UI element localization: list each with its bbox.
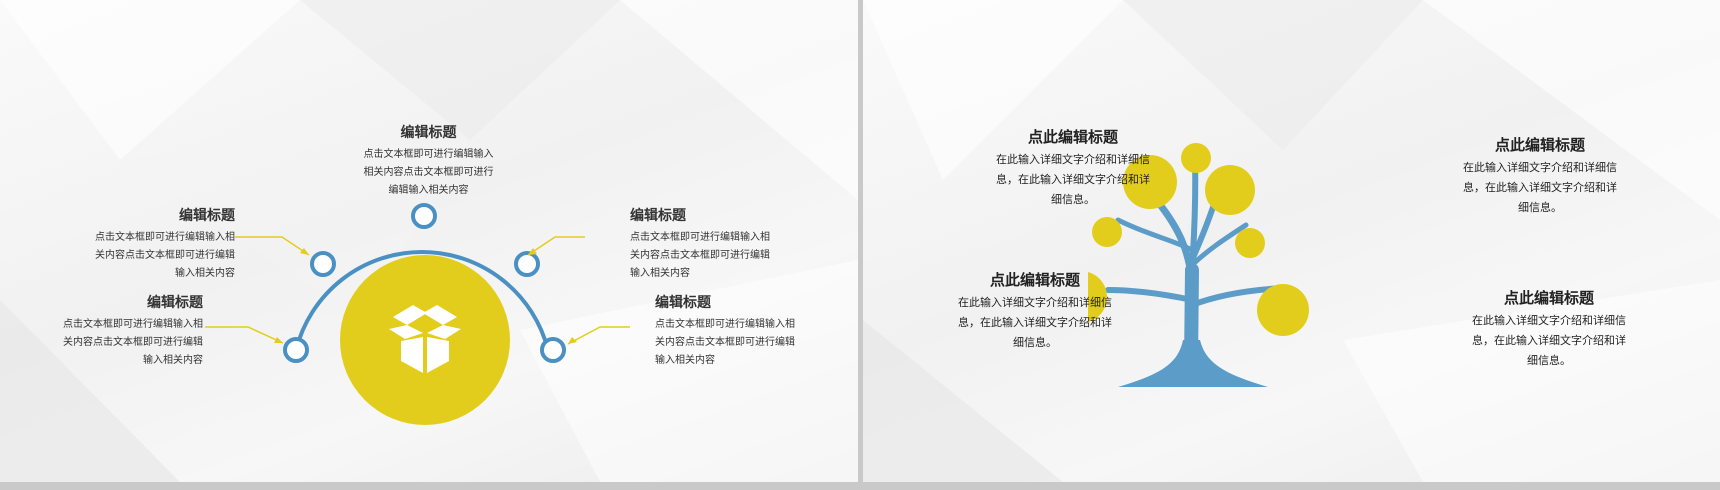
item-title[interactable]: 编辑标题 [179, 208, 235, 224]
item-text[interactable]: 在此输入详细文字介绍和详细信 息，在此输入详细文字介绍和详 细信息。 [996, 153, 1150, 206]
item-text[interactable]: 点击文本框即可进行编辑输入相 关内容点击文本框即可进行编辑 输入相关内容 [95, 232, 235, 279]
tree-fruit-circle [1092, 217, 1122, 247]
slide-left[interactable]: 编辑标题 点击文本框即可进行编辑输入 相关内容点击文本框即可进行 编辑输入相关内… [0, 0, 858, 482]
tree-fruit-circle [1257, 284, 1309, 336]
item-title[interactable]: 点此编辑标题 [989, 271, 1080, 289]
item-upper-left: 编辑标题 点击文本框即可进行编辑输入相 关内容点击文本框即可进行编辑 输入相关内… [80, 205, 235, 283]
item-text[interactable]: 在此输入详细文字介绍和详细信 息，在此输入详细文字介绍和详 细信息。 [1472, 314, 1626, 367]
tree-illustration [1088, 143, 1309, 387]
tree-fruit-circle [1235, 228, 1265, 258]
node-circle-top [411, 203, 437, 229]
node-circle-lower-left [283, 337, 309, 363]
item-title[interactable]: 编辑标题 [147, 295, 203, 311]
item-title[interactable]: 编辑标题 [630, 208, 686, 224]
tree-fruit-circle [1123, 155, 1177, 209]
item-title[interactable]: 编辑标题 [655, 295, 711, 311]
item-text[interactable]: 点击文本框即可进行编辑输入相 关内容点击文本框即可进行编辑 输入相关内容 [63, 319, 203, 366]
node-circle-lower-right [540, 337, 566, 363]
item-upper-right: 编辑标题 点击文本框即可进行编辑输入相 关内容点击文本框即可进行编辑 输入相关内… [630, 205, 790, 283]
item-text[interactable]: 在此输入详细文字介绍和详细信 息，在此输入详细文字介绍和详 细信息。 [958, 296, 1112, 349]
item-text[interactable]: 点击文本框即可进行编辑输入相 关内容点击文本框即可进行编辑 输入相关内容 [655, 319, 795, 366]
tree-item-upper-right: 点此编辑标题 在此输入详细文字介绍和详细信 息，在此输入详细文字介绍和详 细信息… [1440, 134, 1640, 218]
tree-item-upper-left: 点此编辑标题 在此输入详细文字介绍和详细信 息，在此输入详细文字介绍和详 细信息… [973, 126, 1173, 210]
node-circle-upper-left [310, 251, 336, 277]
connector-lines [205, 236, 630, 345]
slide-right[interactable]: 点此编辑标题 在此输入详细文字介绍和详细信 息，在此输入详细文字介绍和详 细信息… [863, 0, 1720, 482]
arc-diagram [283, 203, 566, 363]
item-title[interactable]: 编辑标题 [400, 125, 457, 141]
tree-fruit-circle [1088, 271, 1107, 323]
item-title[interactable]: 点此编辑标题 [1027, 128, 1118, 146]
open-box-icon [389, 305, 461, 373]
item-text[interactable]: 点击文本框即可进行编辑输入 相关内容点击文本框即可进行 编辑输入相关内容 [363, 149, 494, 196]
item-text[interactable]: 点击文本框即可进行编辑输入相 关内容点击文本框即可进行编辑 输入相关内容 [630, 232, 770, 279]
center-circle [340, 255, 510, 425]
background-facets [0, 0, 858, 482]
node-circle-upper-right [514, 251, 540, 277]
item-title[interactable]: 点此编辑标题 [1503, 289, 1594, 307]
item-lower-right: 编辑标题 点击文本框即可进行编辑输入相 关内容点击文本框即可进行编辑 输入相关内… [655, 292, 815, 370]
tree-fruit-circle [1181, 143, 1211, 173]
item-lower-left: 编辑标题 点击文本框即可进行编辑输入相 关内容点击文本框即可进行编辑 输入相关内… [48, 292, 203, 370]
item-text[interactable]: 在此输入详细文字介绍和详细信 息，在此输入详细文字介绍和详 细信息。 [1463, 161, 1617, 214]
item-title[interactable]: 点此编辑标题 [1494, 136, 1585, 154]
background-facets [863, 0, 1720, 482]
tree-fruit-circle [1205, 165, 1255, 215]
tree-item-lower-right: 点此编辑标题 在此输入详细文字介绍和详细信 息，在此输入详细文字介绍和详 细信息… [1449, 287, 1649, 371]
item-top: 编辑标题 点击文本框即可进行编辑输入 相关内容点击文本框即可进行 编辑输入相关内… [346, 122, 511, 200]
tree-item-lower-left: 点此编辑标题 在此输入详细文字介绍和详细信 息，在此输入详细文字介绍和详 细信息… [935, 269, 1135, 353]
